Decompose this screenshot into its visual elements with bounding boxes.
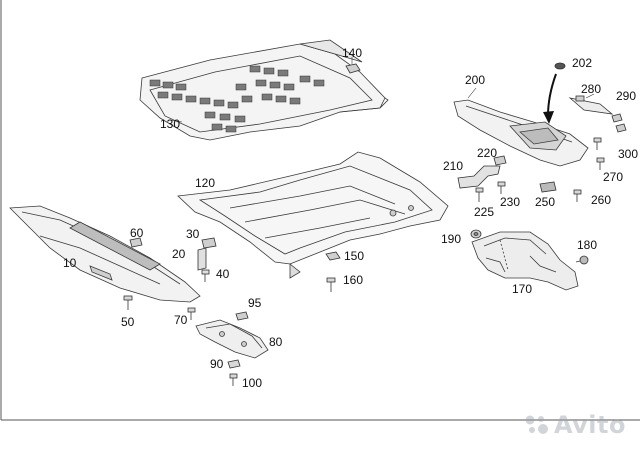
callout-160: 160 (343, 273, 364, 287)
part-290-clip (611, 113, 627, 133)
callout-220: 220 (477, 146, 498, 160)
part-300-bolt (593, 137, 602, 150)
part-200-side-panel (453, 99, 589, 167)
part-225-bolt (475, 187, 484, 202)
part-60-clip (129, 237, 143, 248)
part-120-center-panel (177, 151, 449, 279)
part-202-cap (554, 62, 566, 70)
part-50-bolt (123, 295, 133, 310)
avito-wordmark: Avito (553, 411, 626, 439)
callout-120: 120 (195, 176, 216, 190)
avito-logo-icon (525, 415, 548, 434)
part-260-bolt (573, 189, 582, 202)
part-160-bolt (326, 277, 336, 292)
callout-280: 280 (581, 82, 602, 96)
callout-100: 100 (242, 376, 263, 390)
part-130-underbody-panel (139, 39, 389, 141)
callout-190: 190 (441, 232, 462, 246)
callout-90: 90 (210, 357, 224, 371)
part-170-liner (471, 231, 579, 291)
part-80-shield (195, 319, 269, 359)
part-270-bolt (596, 157, 605, 170)
callout-150: 150 (344, 249, 365, 263)
callout-50: 50 (121, 315, 135, 329)
callout-225: 225 (474, 205, 495, 219)
part-140-clip (345, 63, 361, 74)
part-20-bracket (197, 237, 217, 282)
part-190-grommet (470, 229, 482, 239)
callout-10: 10 (63, 256, 77, 270)
callout-140: 140 (342, 46, 363, 60)
callout-230: 230 (500, 195, 521, 209)
callout-180: 180 (577, 238, 598, 252)
part-210-bracket (457, 165, 501, 189)
callout-130: 130 (160, 117, 181, 131)
part-70-bolt (187, 307, 196, 320)
callout-202: 202 (572, 56, 593, 70)
callout-290: 290 (616, 89, 637, 103)
callout-250: 250 (535, 195, 556, 209)
callout-210: 210 (443, 159, 464, 173)
callout-30: 30 (186, 227, 200, 241)
callout-70: 70 (174, 313, 188, 327)
part-250-clip (539, 181, 557, 193)
callout-40: 40 (216, 267, 230, 281)
callout-270: 270 (603, 170, 624, 184)
callout-60: 60 (130, 226, 144, 240)
avito-watermark: Avito (524, 411, 626, 439)
part-150-clip (325, 251, 341, 261)
callout-80: 80 (269, 335, 283, 349)
arrow-202 (543, 73, 557, 124)
part-95-clip (235, 311, 249, 321)
part-220-clip (493, 155, 507, 166)
callout-20: 20 (172, 247, 186, 261)
part-180-bolt (575, 255, 589, 265)
callout-170: 170 (512, 282, 533, 296)
callout-260: 260 (591, 193, 612, 207)
leader-lines (169, 87, 595, 123)
part-280-bracket (568, 95, 614, 115)
part-230-bolt (497, 181, 506, 194)
part-90-fastener (227, 359, 241, 386)
callout-200: 200 (465, 73, 486, 87)
callout-95: 95 (248, 296, 262, 310)
part-10-front-panel (9, 205, 201, 303)
callout-300: 300 (618, 147, 639, 161)
